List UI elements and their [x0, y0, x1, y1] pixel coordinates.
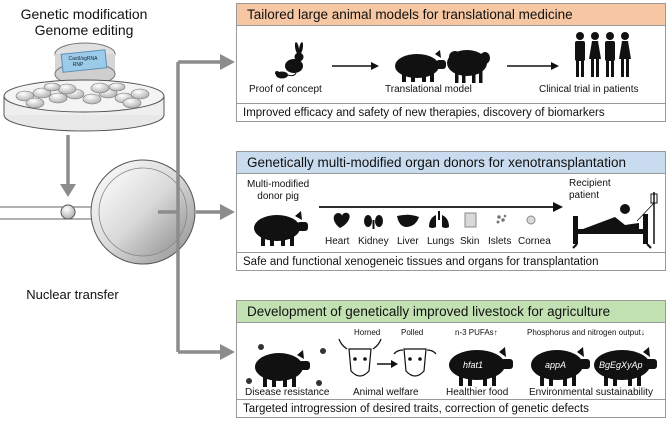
liver-icon [397, 214, 419, 227]
donor-pig-icon [254, 211, 308, 246]
translational-model-label: Translational model [385, 84, 472, 95]
disease-resistance-label: Disease resistance [245, 387, 330, 398]
vial-label-1: Cas9/sgRNA [69, 56, 99, 62]
rabbit-icon [285, 42, 304, 73]
polled-label: Polled [401, 328, 424, 337]
bgegxyap-pig-icon [594, 347, 657, 386]
panel1-arrow-1 [332, 62, 379, 70]
hfat1-pig-icon [449, 347, 513, 386]
welfare-arrow [377, 360, 398, 368]
donor-pig-label: Multi-modified donor pig [247, 179, 309, 203]
panel-3-graphics [246, 338, 657, 387]
heart-icon [333, 212, 350, 228]
panel-2-graphics [254, 192, 658, 249]
translational-medicine-panel: Tailored large animal models for transla… [236, 3, 666, 122]
title-line-2: Genome editing [34, 22, 134, 38]
animal-welfare-label: Animal welfare [353, 387, 419, 398]
organ-label-islets: Islets [488, 236, 512, 247]
agriculture-panel: Development of genetically improved live… [236, 300, 666, 418]
vial-label-2: RNP [73, 62, 84, 68]
down-arrow [60, 135, 76, 197]
panel1-arrow-2 [507, 62, 559, 70]
organ-label-kidney: Kidney [358, 236, 389, 247]
nuclear-transfer-illustration [0, 159, 196, 265]
phosphorus-label: Phosphorus and nitrogen output↓ [527, 328, 645, 337]
pufa-label: n-3 PUFAs↑ [455, 328, 498, 337]
recipient-line-2: patient [569, 190, 600, 201]
virus-icon [246, 344, 326, 386]
appa-pig-icon [531, 347, 590, 386]
petri-dish [3, 79, 165, 132]
disease-resistant-pig-icon [255, 350, 310, 387]
polled-cow-icon [393, 348, 437, 377]
bgegxyap-gene-label: BgEgXyAp [599, 360, 643, 370]
patients-icon [575, 32, 631, 77]
panel-2-title: Genetically multi-modified organ donors … [237, 152, 665, 174]
hfat1-gene-label: hfat1 [463, 360, 484, 370]
patient-bed-icon [572, 192, 658, 249]
horned-cow-icon [338, 338, 382, 377]
donor-line-1: Multi-modified [247, 179, 310, 190]
arrow-heads [220, 54, 235, 360]
donor-line-2: donor pig [257, 191, 299, 202]
islets-icon [496, 214, 507, 224]
branch-arrows [158, 60, 221, 354]
organ-label-skin: Skin [460, 236, 480, 247]
environmental-sustainability-label: Environmental sustainability [529, 387, 653, 398]
organs-arrow [319, 202, 563, 212]
panel-3-footer: Targeted introgression of desired traits… [237, 399, 665, 417]
mouse-icon [275, 71, 297, 79]
clinical-trial-label: Clinical trial in patients [539, 84, 639, 95]
panel-1-title: Tailored large animal models for transla… [237, 4, 665, 26]
kidney-icon [364, 215, 383, 229]
appa-gene-label: appA [545, 360, 567, 370]
xenotransplantation-panel: Genetically multi-modified organ donors … [236, 151, 666, 271]
organ-label-lungs: Lungs [427, 236, 455, 247]
horned-label: Horned [354, 328, 381, 337]
cornea-icon [526, 215, 536, 225]
cas9-vial: Cas9/sgRNA RNP [54, 42, 116, 86]
panel-2-footer: Safe and functional xenogeneic tissues a… [237, 252, 665, 270]
proof-of-concept-label: Proof of concept [249, 84, 322, 95]
organ-label-liver: Liver [397, 236, 419, 247]
healthier-food-label: Healthier food [446, 387, 509, 398]
panel-3-title: Development of genetically improved live… [237, 301, 665, 323]
genetic-modification-title: Genetic modification Genome editing [0, 6, 168, 38]
sheep-icon [447, 50, 490, 83]
organ-label-heart: Heart [325, 236, 350, 247]
lungs-icon [429, 211, 449, 228]
title-line-1: Genetic modification [20, 6, 148, 22]
skin-icon [464, 212, 477, 228]
recipient-line-1: Recipient [569, 178, 611, 189]
panel-1-graphics [275, 32, 631, 83]
pig-icon [395, 50, 446, 82]
recipient-label: Recipient patient [569, 178, 611, 202]
panel-1-footer: Improved efficacy and safety of new ther… [237, 103, 665, 121]
nuclear-transfer-label: Nuclear transfer [26, 287, 119, 302]
organ-label-cornea: Cornea [518, 236, 551, 247]
